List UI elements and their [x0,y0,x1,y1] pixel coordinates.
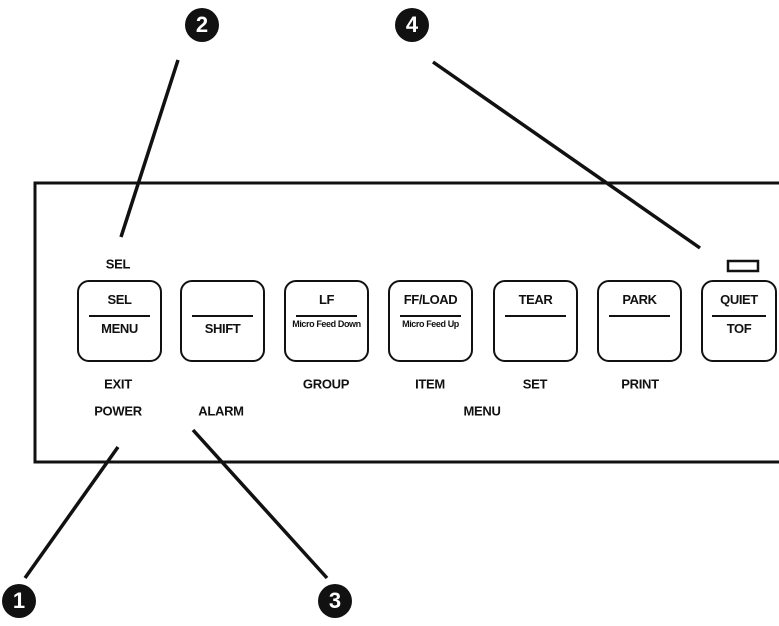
callout-3-badge: 3 [318,584,352,618]
ff-load-key[interactable]: FF/LOAD Micro Feed Up [388,280,473,362]
key-divider [504,315,567,317]
shift-key[interactable]: SHIFT [180,280,265,362]
key-top-label: QUIET [720,292,758,307]
leader-line-2 [119,59,180,238]
key-divider [711,315,767,317]
callout-3-number: 3 [328,588,342,613]
menu-group-label: MENU [463,403,501,419]
park-key[interactable]: PARK [597,280,682,362]
callout-1-number: 1 [12,588,26,613]
group-label: GROUP [302,376,350,392]
item-label: ITEM [415,376,445,392]
callout-2-badge: 2 [185,8,219,42]
power-label: POWER [94,403,142,419]
key-top-label: LF [318,292,335,307]
callout-4-number: 4 [405,12,419,37]
print-label: PRINT [621,376,659,392]
sel-indicator-label: SEL [105,256,131,272]
leader-line-4 [431,60,702,250]
key-top-label: SEL [107,292,132,307]
sel-menu-key[interactable]: SEL MENU [77,280,162,362]
key-bottom-label: MENU [101,321,138,336]
tear-key[interactable]: TEAR [493,280,578,362]
key-divider [295,315,358,317]
quiet-tof-key[interactable]: QUIET TOF [701,280,777,362]
alarm-label: ALARM [198,403,244,419]
callout-2-number: 2 [195,12,209,37]
key-bottom-label: Micro Feed Up [402,319,459,329]
key-divider [191,315,254,317]
leader-line-1 [23,445,120,580]
key-divider [399,315,462,317]
key-top-label: FF/LOAD [403,292,458,307]
lf-key[interactable]: LF Micro Feed Down [284,280,369,362]
key-bottom-label: TOF [726,321,752,336]
key-bottom-label: SHIFT [204,321,241,336]
key-top-label: PARK [622,292,657,307]
key-bottom-label: Micro Feed Down [292,319,361,329]
exit-label: EXIT [104,376,132,392]
set-label: SET [522,376,548,392]
leader-line-3 [191,428,329,580]
key-divider [608,315,671,317]
callout-4-badge: 4 [395,8,429,42]
key-top-label: TEAR [518,292,553,307]
quiet-indicator-lamp [726,259,760,273]
callout-1-badge: 1 [2,584,36,618]
panel-outline [33,181,779,464]
key-divider [88,315,151,317]
